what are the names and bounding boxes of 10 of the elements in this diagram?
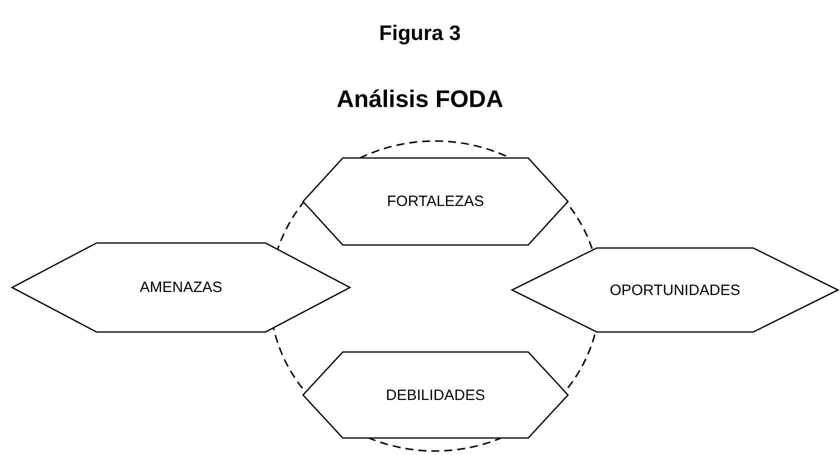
diagram-heading: Análisis FODA (336, 86, 504, 114)
hexagon-label: AMENAZAS (140, 279, 222, 296)
hexagon-label: DEBILIDADES (386, 386, 486, 404)
hexagon-label: FORTALEZAS (387, 193, 484, 210)
hexagon-shape (302, 351, 569, 439)
hexagon-shape (10, 242, 352, 333)
hexagon-shape (510, 247, 840, 333)
figure-title: Figura 3 (379, 22, 461, 46)
hexagon-label: OPORTUNIDADES (610, 282, 740, 298)
hexagon-shape (302, 157, 569, 246)
